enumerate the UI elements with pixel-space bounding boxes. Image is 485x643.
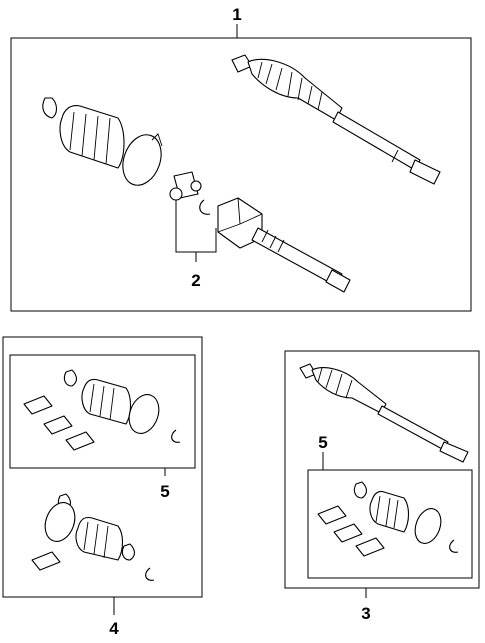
axle-shaft-upper[interactable] [231, 54, 441, 185]
boot-kit-left-bottom[interactable] [31, 493, 155, 581]
callout-3[interactable]: 3 [361, 604, 370, 623]
assembly-4-frame [2, 336, 203, 598]
callout-2-leader [175, 200, 217, 253]
clamp-small-icon [42, 97, 58, 119]
callout-5-right[interactable]: 5 [318, 433, 327, 452]
boot-kit-left-top[interactable] [23, 369, 181, 451]
assembly-1-frame [10, 37, 472, 312]
inner-joint-shaft[interactable] [217, 197, 351, 293]
snap-ring-icon [199, 199, 211, 215]
callout-5-left[interactable]: 5 [160, 482, 169, 501]
kit-5-left-frame [9, 354, 196, 469]
callout-2[interactable]: 2 [191, 271, 200, 290]
boot-kit-right[interactable] [317, 481, 459, 557]
callout-4[interactable]: 4 [109, 619, 119, 638]
assembly-3-frame [284, 350, 480, 589]
boot-kit-upper[interactable] [42, 97, 168, 191]
axle-shaft-right[interactable] [299, 363, 469, 463]
callout-1[interactable]: 1 [232, 5, 241, 24]
boot-clamp-large-icon [122, 134, 162, 186]
tripod-joint[interactable] [169, 171, 211, 215]
kit-5-right-frame [307, 469, 473, 579]
